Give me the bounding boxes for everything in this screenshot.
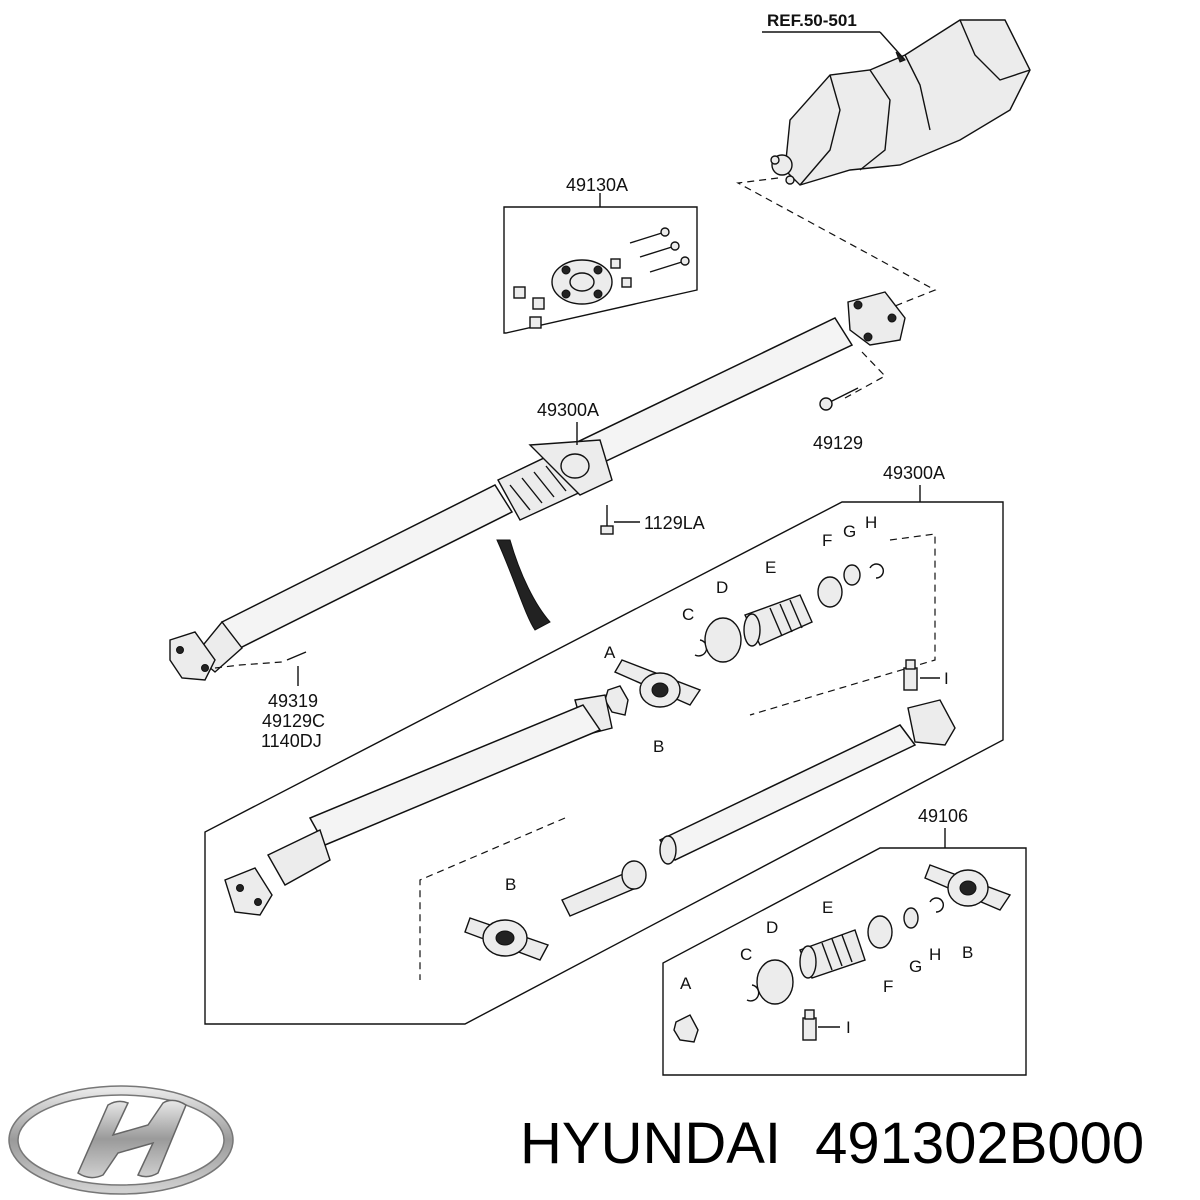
rear-shaft-section [658, 699, 956, 865]
boot-parts-upper [694, 563, 884, 663]
upper-letter-d: D [716, 578, 728, 597]
kit-letter-e: E [822, 898, 833, 917]
kit-letter-h: H [929, 945, 941, 964]
part-49129c-label: 49129C [262, 711, 325, 731]
kit-letter-i: I [846, 1018, 851, 1037]
transmission-housing [770, 19, 1031, 186]
center-bearing-upper [604, 659, 702, 716]
part-49319-label: 49319 [268, 691, 318, 711]
ref-label: REF.50-501 [767, 11, 857, 30]
part-1140dj-label: 1140DJ [261, 731, 322, 751]
coupling-bolts [629, 227, 690, 273]
kit-letter-a: A [680, 974, 692, 993]
bolt-49129-label: 49129 [813, 433, 863, 453]
coupling-kit-box [503, 193, 698, 334]
splined-stub-shaft [561, 860, 647, 917]
rear-bolt-alignment [214, 661, 283, 669]
bolt-1129la [600, 505, 640, 535]
rubber-boot-e [743, 594, 813, 647]
fitting-i-upper [903, 659, 940, 691]
upper-letter-f: F [822, 531, 832, 550]
bolt-49129-alignment [844, 351, 886, 399]
exploded-box-label: 49300A [883, 463, 945, 483]
upper-letter-g: G [843, 522, 856, 541]
kit-letter-c: C [740, 945, 752, 964]
upper-letter-h: H [865, 513, 877, 532]
rear-yoke-bolt [286, 651, 307, 686]
ref-leader [762, 31, 906, 63]
bolt-1129la-label: 1129LA [644, 513, 705, 533]
upper-letter-e: E [765, 558, 776, 577]
flex-coupling [551, 259, 613, 305]
boot-kit-label: 49106 [918, 806, 968, 826]
lower-letter-b: B [505, 875, 516, 894]
footer-caption: HYUNDAI 491302B000 [520, 1108, 1190, 1180]
kit-letter-g: G [909, 957, 922, 976]
kit-letter-d: D [766, 918, 778, 937]
kit-letter-f: F [883, 977, 893, 996]
boot-kit-box [662, 828, 1027, 1076]
exploded-shaft-box [204, 485, 1004, 1025]
transmission-alignment-line [736, 177, 937, 323]
upper-letter-a: A [604, 643, 616, 662]
upper-letter-b: B [653, 737, 664, 756]
inner-dashed-lower [419, 817, 566, 980]
upper-assy-label: 49300A [537, 400, 599, 420]
coupling-nuts [513, 258, 632, 329]
inner-dashed-upper [749, 533, 936, 716]
coupling-kit-label: 49130A [566, 175, 628, 195]
upper-letter-i: I [944, 669, 949, 688]
upper-letter-c: C [682, 605, 694, 624]
front-shaft-section [224, 694, 613, 916]
center-bearing-lower [464, 917, 550, 961]
bolt-49129 [819, 387, 859, 411]
footer-part-number: 491302B000 [815, 1111, 1145, 1176]
footer-brand: HYUNDAI [520, 1111, 782, 1176]
kit-letter-b: B [962, 943, 973, 962]
hyundai-logo-icon [8, 1085, 234, 1195]
exploded-view-arrow [496, 539, 551, 631]
